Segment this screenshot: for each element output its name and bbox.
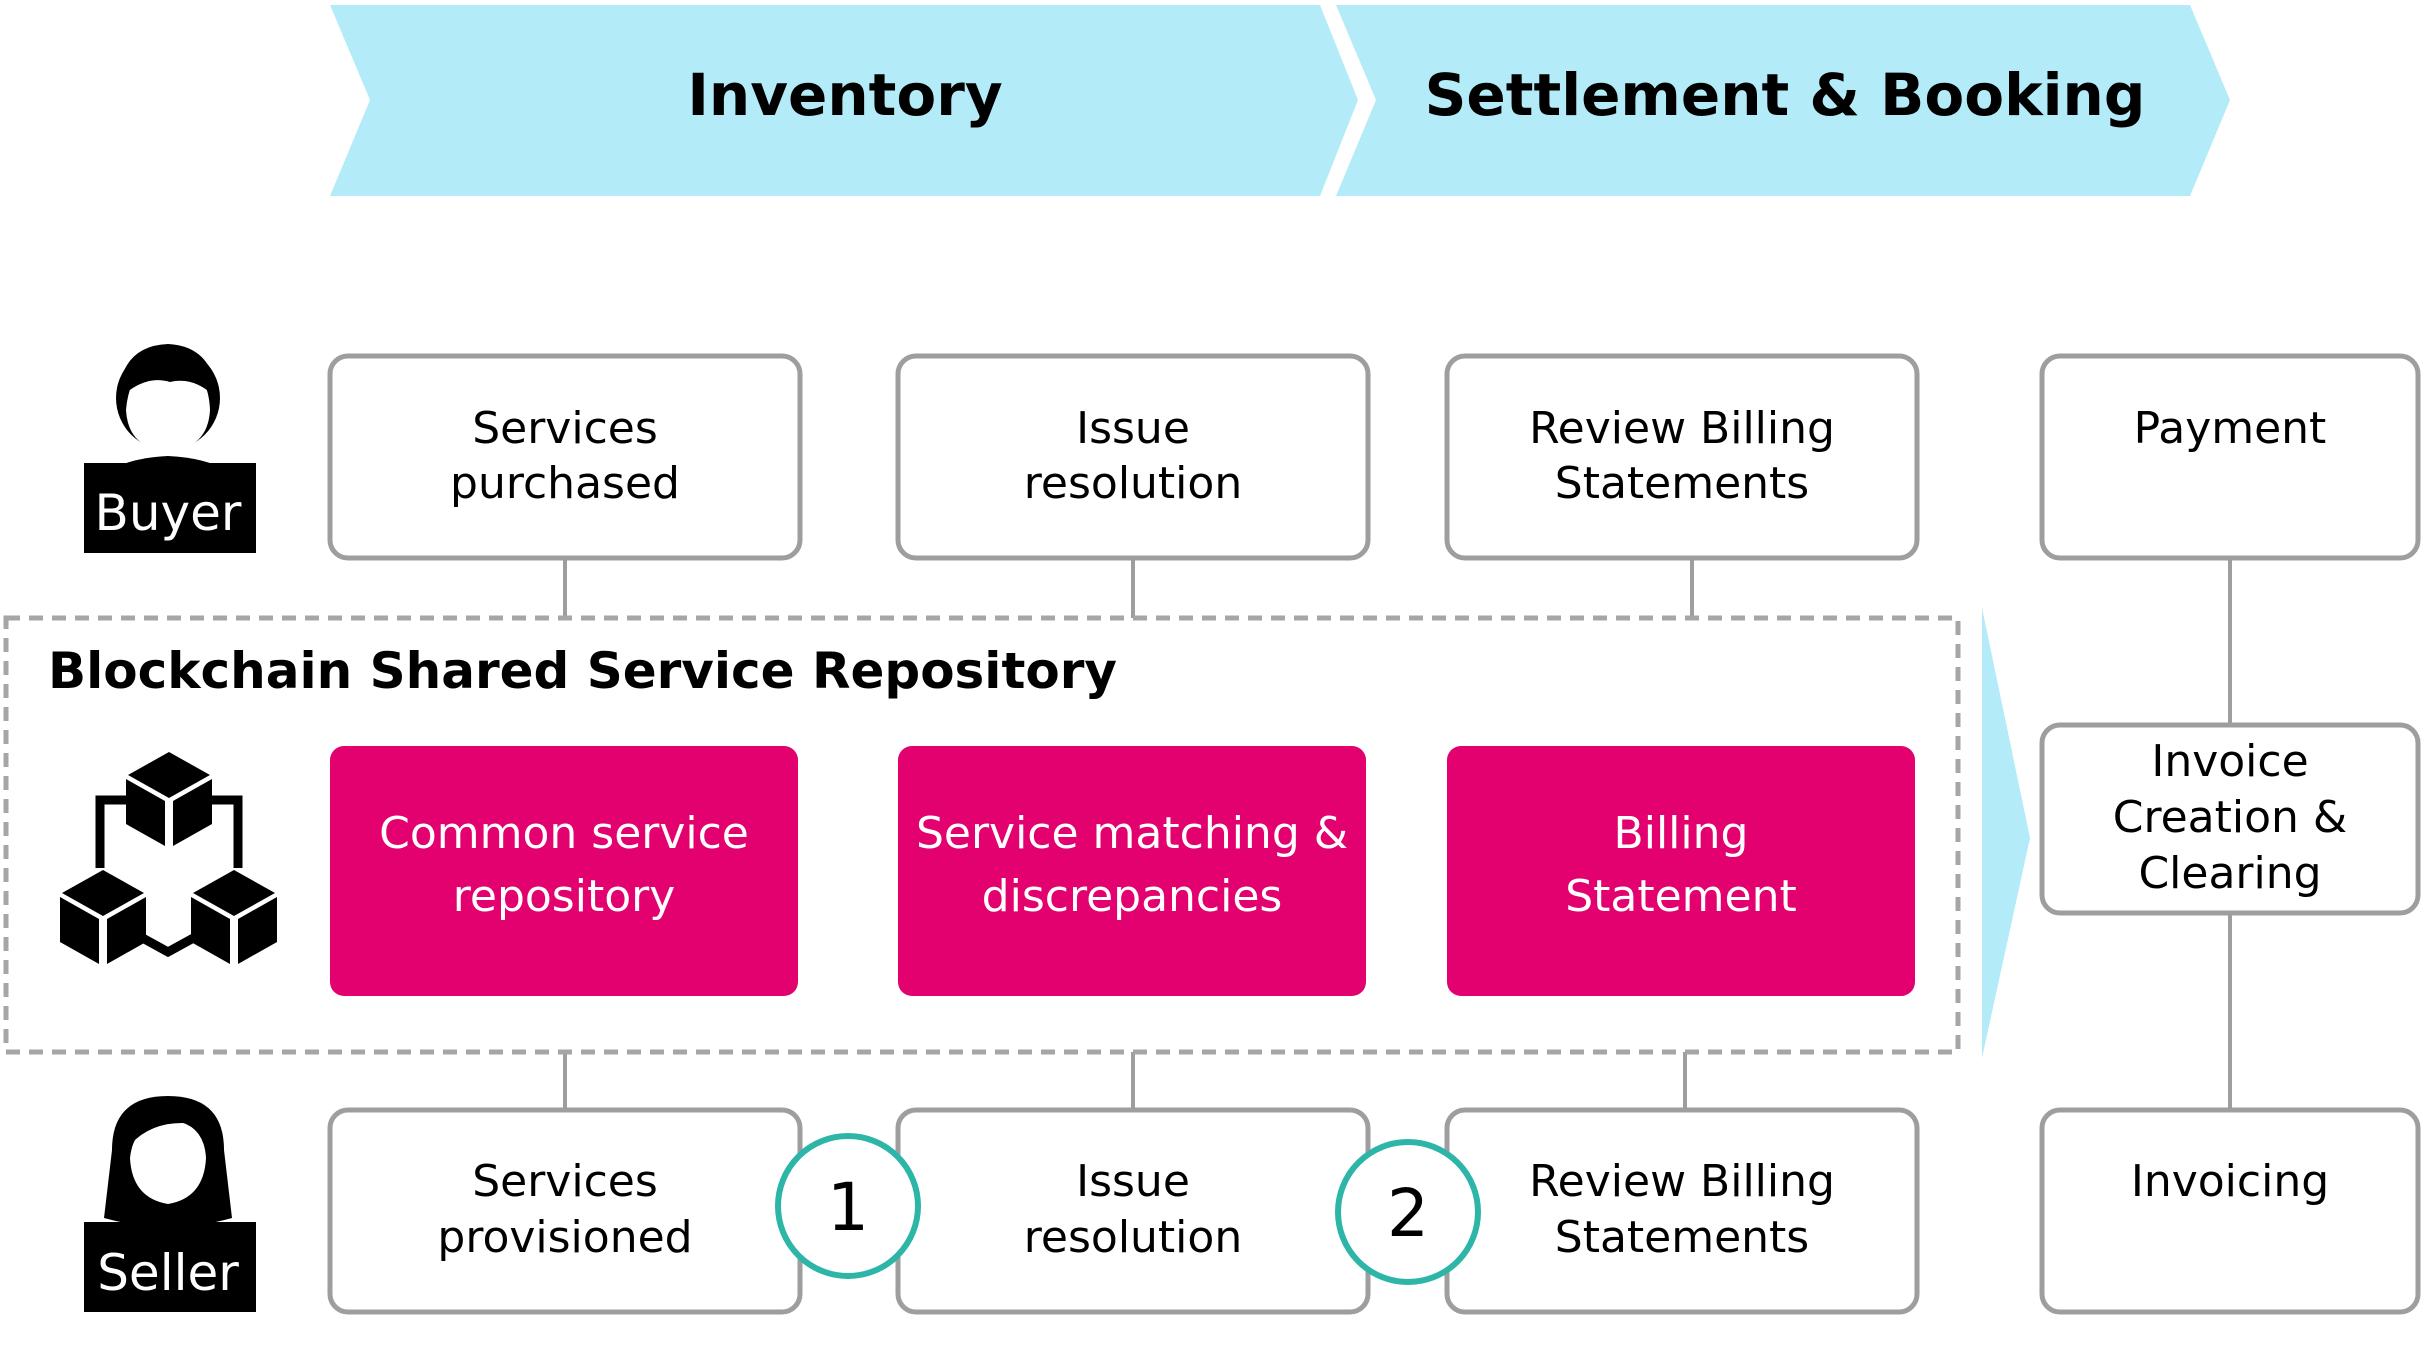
repo-item-billing-statement: Billing Statement — [1447, 746, 1915, 996]
buyer-person-icon: Buyer — [84, 344, 256, 553]
repo-item-3-line-1: Billing — [1614, 808, 1749, 859]
seller-step-invoicing: Invoicing — [2039, 1107, 2421, 1315]
repo-item-3-line-2: Statement — [1565, 871, 1797, 922]
seller-step-services-provisioned: Services provisioned — [327, 1107, 803, 1315]
repository-container — [3, 615, 1961, 1055]
seller-step-issue-resolution: Issue resolution — [895, 1107, 1371, 1315]
seller-label: Seller — [97, 1244, 239, 1302]
buyer-step-2-line-2: resolution — [1024, 458, 1242, 509]
invoice-line-1: Invoice — [2151, 736, 2308, 787]
seller-step-4-line-1: Invoicing — [2131, 1156, 2329, 1207]
repo-item-1-line-1: Common service — [379, 808, 749, 859]
seller-person-icon: Seller — [84, 1096, 256, 1312]
buyer-step-payment: Payment — [2039, 353, 2421, 561]
repo-item-common-service: Common service repository — [330, 746, 798, 996]
buyer-step-review-billing: Review Billing Statements — [1444, 353, 1920, 561]
phase-settlement-booking: Settlement & Booking — [1336, 5, 2230, 196]
blockchain-cubes-icon — [60, 752, 277, 964]
buyer-step-3-line-1: Review Billing — [1529, 403, 1835, 454]
seller-step-1-line-2: provisioned — [437, 1212, 692, 1263]
seller-step-2-line-2: resolution — [1024, 1212, 1242, 1263]
badge-2: 2 — [1335, 1139, 1481, 1285]
badge-2-label: 2 — [1387, 1175, 1429, 1252]
buyer-step-4-line-1: Payment — [2134, 403, 2327, 454]
buyer-step-1-line-2: purchased — [450, 458, 680, 509]
buyer-label: Buyer — [95, 484, 242, 542]
repo-item-service-matching: Service matching & discrepancies — [898, 746, 1366, 996]
buyer-step-issue-resolution: Issue resolution — [895, 353, 1371, 561]
repository-title: Blockchain Shared Service Repository — [48, 642, 1117, 700]
phase-settlement-label: Settlement & Booking — [1425, 61, 2146, 129]
phase-inventory: Inventory — [330, 5, 1358, 196]
repo-item-2-line-2: discrepancies — [982, 871, 1283, 922]
phase-settlement-chevron — [1336, 5, 2230, 196]
flow-arrow — [1982, 608, 2030, 1058]
seller-step-3-line-1: Review Billing — [1529, 1156, 1835, 1207]
seller-step-3-line-2: Statements — [1555, 1212, 1809, 1263]
phase-inventory-chevron — [330, 5, 1358, 196]
phase-inventory-label: Inventory — [687, 61, 1002, 129]
badge-1-label: 1 — [827, 1169, 869, 1246]
buyer-step-1-line-1: Services — [472, 403, 658, 454]
seller-step-1-line-1: Services — [472, 1156, 658, 1207]
invoice-line-2: Creation & — [2113, 792, 2347, 843]
buyer-step-services-purchased: Services purchased — [327, 353, 803, 561]
repo-item-1-line-2: repository — [453, 871, 676, 922]
repo-item-2-line-1: Service matching & — [916, 808, 1348, 859]
badge-1: 1 — [775, 1133, 921, 1279]
buyer-step-2-line-1: Issue — [1076, 403, 1190, 454]
seller-step-2-line-1: Issue — [1076, 1156, 1190, 1207]
connectors — [563, 558, 2232, 1110]
buyer-step-3-line-2: Statements — [1555, 458, 1809, 509]
seller-step-review-billing: Review Billing Statements — [1444, 1107, 1920, 1315]
invoice-creation-box: Invoice Creation & Clearing — [2039, 722, 2421, 916]
invoice-line-3: Clearing — [2138, 848, 2321, 899]
